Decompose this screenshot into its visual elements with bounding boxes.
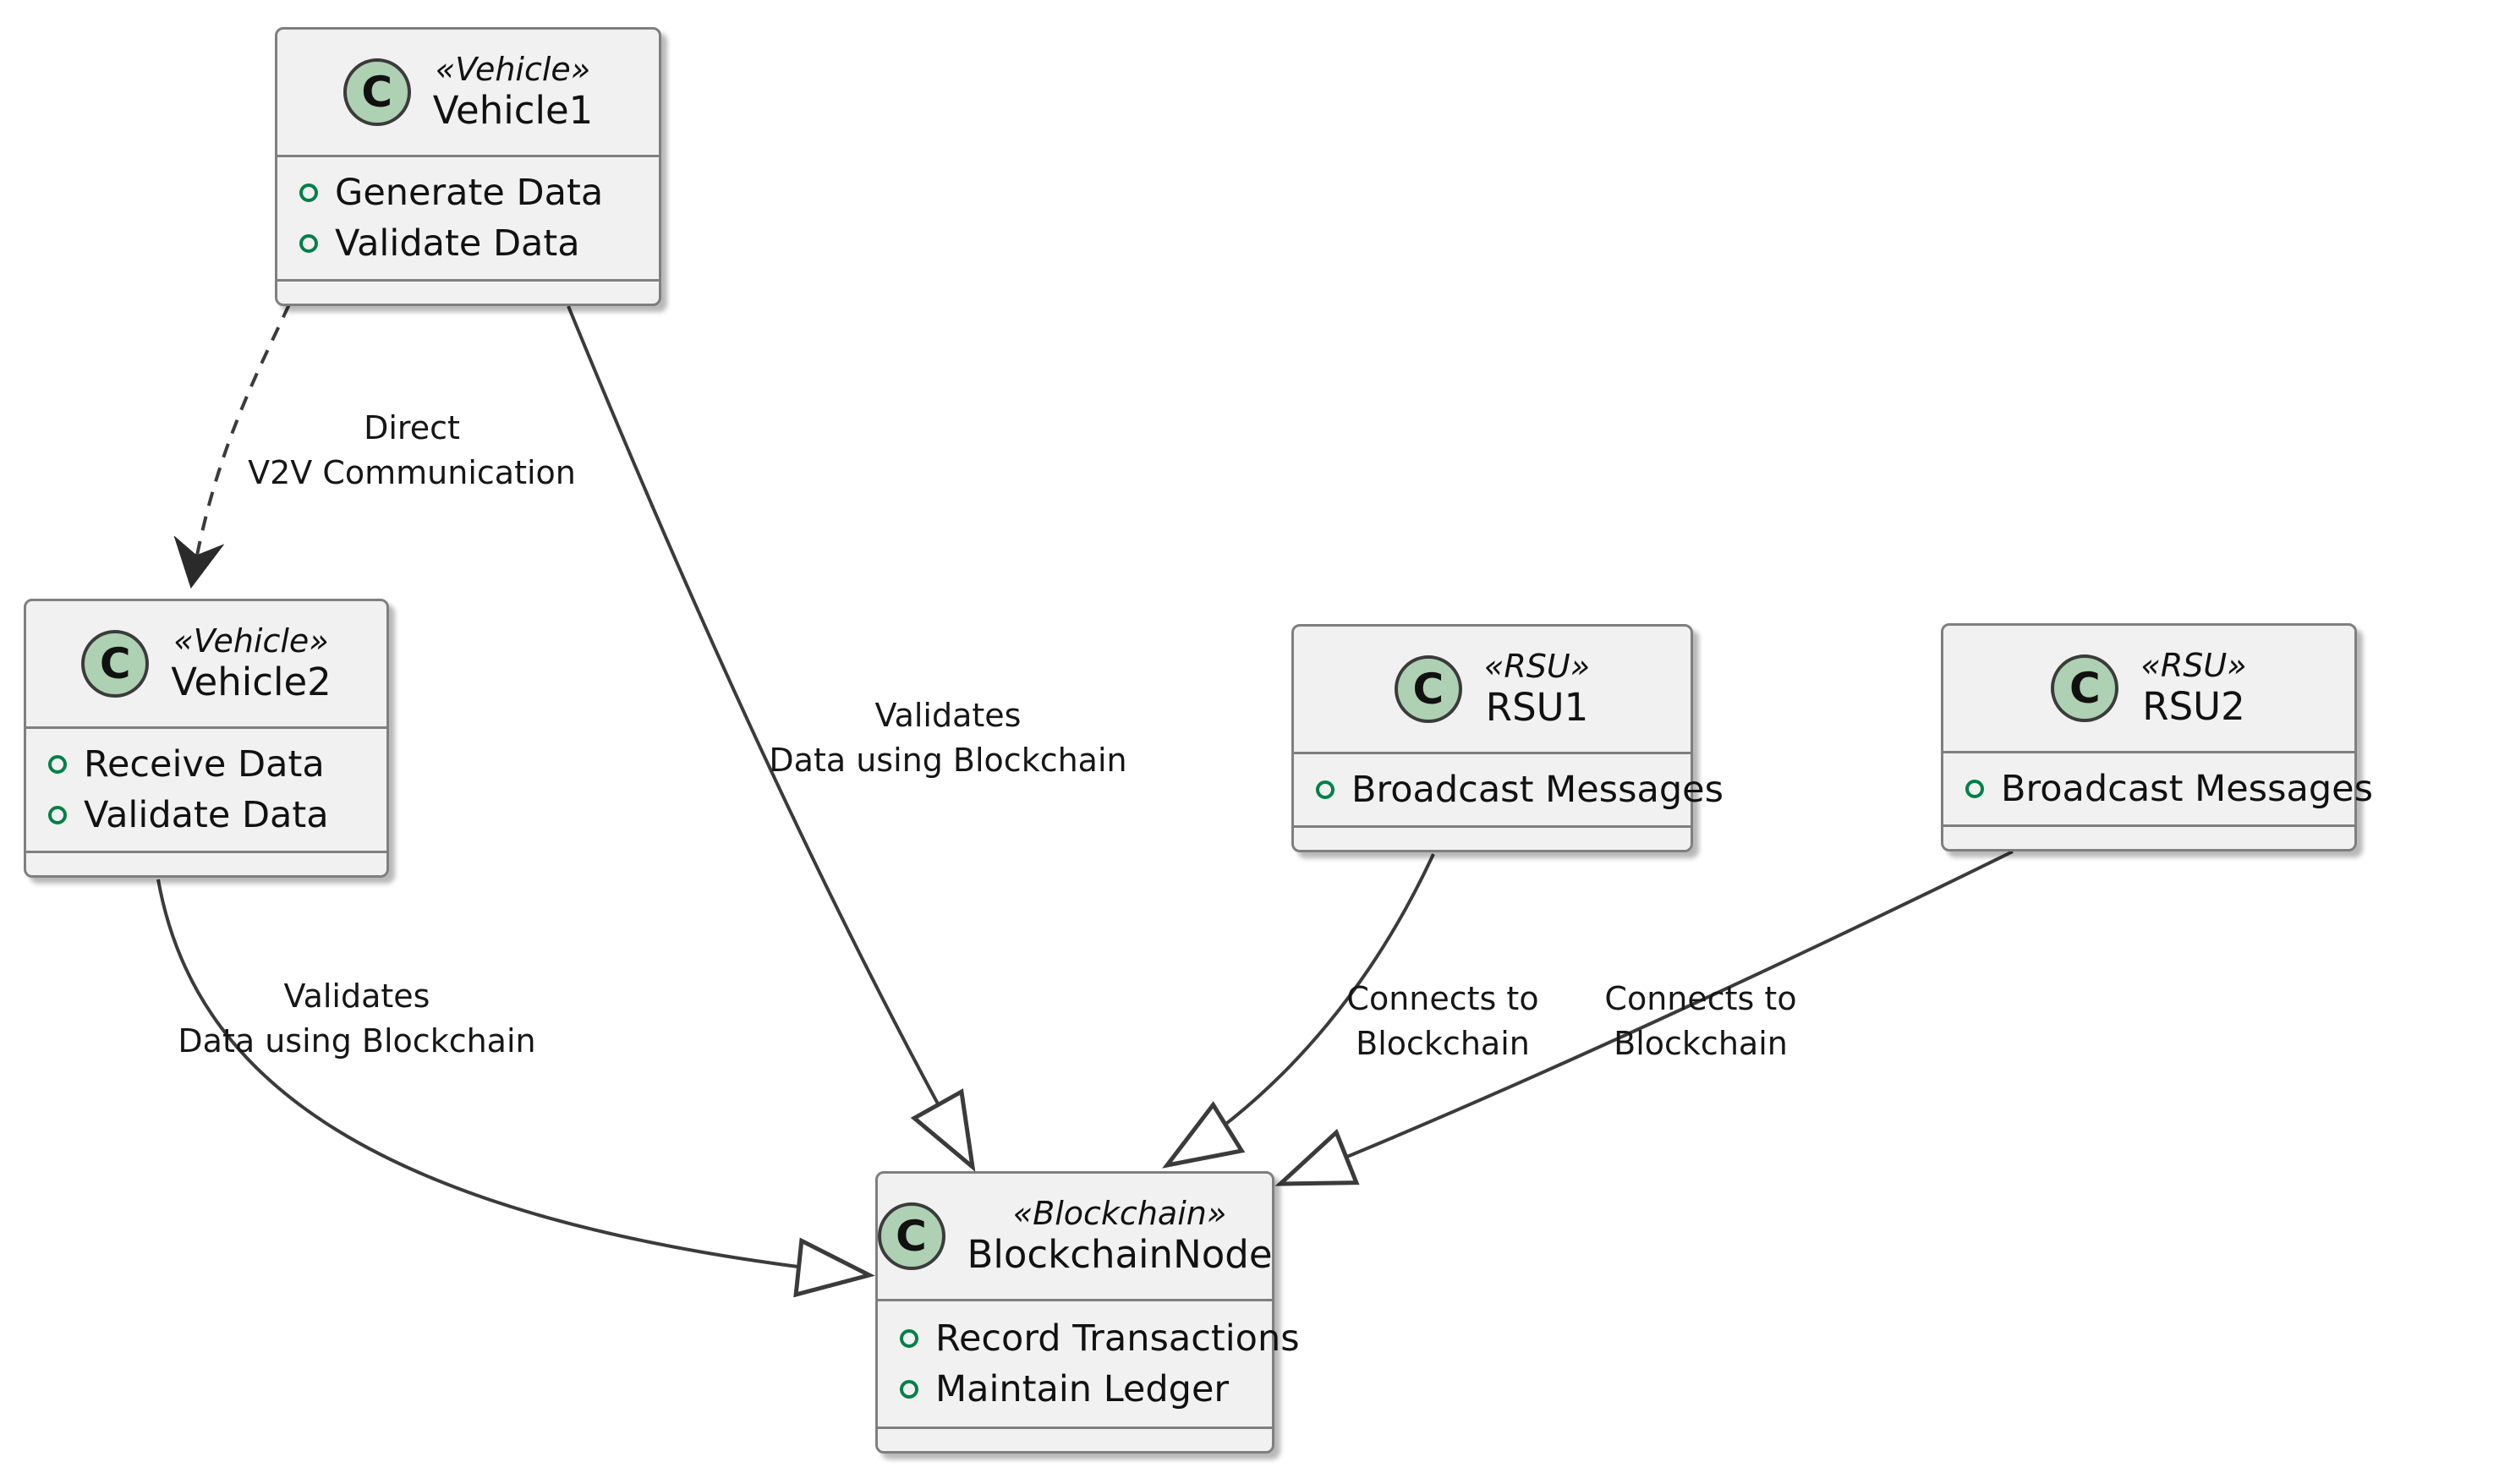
edge-label-direct-v2v: Direct V2V Communication xyxy=(200,406,623,496)
member-row: Maintain Ledger xyxy=(900,1368,1250,1410)
circle-bullet-icon xyxy=(48,806,67,824)
edge-label-line: V2V Communication xyxy=(248,454,576,491)
edge-label-validates-center: Validates Data using Blockchain xyxy=(737,693,1159,783)
class-badge-icon: C xyxy=(81,630,150,698)
class-titles: «RSU» RSU1 xyxy=(1483,648,1591,730)
edge-rsu1-blockchainnode xyxy=(1162,853,1435,1169)
edge-vehicle1-blockchainnode xyxy=(567,305,976,1173)
empty-compartment xyxy=(878,1427,1272,1451)
edge-label-connects-rsu2: Connects to Blockchain xyxy=(1574,977,1828,1066)
class-name: Vehicle2 xyxy=(171,659,332,704)
class-node-vehicle2: C «Vehicle» Vehicle2 Receive Data Valida… xyxy=(24,599,389,878)
member-row: Validate Data xyxy=(299,222,637,265)
stereotype-label: «Vehicle» xyxy=(435,51,591,89)
circle-bullet-icon xyxy=(1965,780,1984,798)
edge-rsu2-blockchainnode xyxy=(1274,850,2014,1186)
edge-label-line: Blockchain xyxy=(1356,1025,1530,1062)
edge-vehicle2-blockchainnode xyxy=(156,879,875,1298)
class-header: C «Vehicle» Vehicle2 xyxy=(26,601,386,729)
edge-label-line: Direct xyxy=(364,409,460,446)
stereotype-label: «Vehicle» xyxy=(173,622,329,660)
member-row: Validate Data xyxy=(48,794,364,836)
member-label: Maintain Ledger xyxy=(935,1368,1230,1410)
member-label: Receive Data xyxy=(84,743,325,786)
class-header: C «Vehicle» Vehicle1 xyxy=(277,30,659,157)
class-name: Vehicle1 xyxy=(432,87,594,133)
member-row: Generate Data xyxy=(299,172,637,214)
class-titles: «Vehicle» Vehicle2 xyxy=(171,623,332,704)
badge-letter: C xyxy=(2069,664,2101,713)
class-titles: «RSU» RSU2 xyxy=(2140,647,2247,729)
edge-label-line: Blockchain xyxy=(1614,1025,1788,1062)
member-row: Receive Data xyxy=(48,743,364,786)
member-row: Record Transactions xyxy=(900,1317,1300,1360)
class-name: BlockchainNode xyxy=(967,1231,1273,1277)
class-name: RSU2 xyxy=(2142,683,2245,729)
class-badge-icon: C xyxy=(343,58,411,126)
members-compartment: Broadcast Messages xyxy=(1943,753,2373,824)
circle-bullet-icon xyxy=(900,1380,918,1399)
member-label: Generate Data xyxy=(335,172,604,214)
badge-letter: C xyxy=(1412,665,1444,714)
edge-label-line: Data using Blockchain xyxy=(178,1022,536,1060)
class-header: C «Blockchain» BlockchainNode xyxy=(877,1174,1273,1301)
stereotype-label: «RSU» xyxy=(1483,648,1591,686)
class-node-rsu1: C «RSU» RSU1 Broadcast Messages xyxy=(1291,624,1724,852)
circle-bullet-icon xyxy=(1316,780,1334,799)
member-label: Validate Data xyxy=(335,222,580,265)
edge-label-validates-left: Validates Data using Blockchain xyxy=(145,974,568,1064)
edge-label-line: Data using Blockchain xyxy=(769,742,1127,779)
members-compartment: Receive Data Validate Data xyxy=(26,729,386,851)
badge-letter: C xyxy=(99,639,131,688)
class-titles: «Vehicle» Vehicle1 xyxy=(432,51,594,133)
edge-label-line: Connects to xyxy=(1346,980,1539,1017)
circle-bullet-icon xyxy=(48,755,67,774)
empty-compartment xyxy=(277,279,659,304)
class-header: C «RSU» RSU1 xyxy=(1294,627,1691,754)
member-label: Validate Data xyxy=(84,794,329,836)
members-compartment: Broadcast Messages xyxy=(1294,754,1724,825)
stereotype-label: «Blockchain» xyxy=(1012,1195,1227,1233)
badge-letter: C xyxy=(361,68,393,117)
members-compartment: Generate Data Validate Data xyxy=(277,157,659,279)
member-row: Broadcast Messages xyxy=(1965,768,2373,810)
class-titles: «Blockchain» BlockchainNode xyxy=(967,1195,1273,1277)
members-compartment: Record Transactions Maintain Ledger xyxy=(878,1301,1300,1427)
class-node-rsu2: C «RSU» RSU2 Broadcast Messages xyxy=(1941,623,2373,852)
edge-label-line: Validates xyxy=(874,697,1022,734)
circle-bullet-icon xyxy=(299,183,318,202)
circle-bullet-icon xyxy=(900,1329,918,1348)
class-badge-icon: C xyxy=(877,1202,945,1270)
member-label: Broadcast Messages xyxy=(2001,768,2373,810)
member-label: Record Transactions xyxy=(935,1317,1300,1360)
class-badge-icon: C xyxy=(1394,655,1462,723)
edge-label-connects-rsu1: Connects to Blockchain xyxy=(1316,977,1570,1066)
empty-compartment xyxy=(1294,825,1691,850)
member-row: Broadcast Messages xyxy=(1316,769,1724,811)
class-name: RSU1 xyxy=(1485,684,1589,730)
edge-label-line: Connects to xyxy=(1604,980,1797,1017)
edge-vehicle1-vehicle2 xyxy=(191,304,291,587)
class-header: C «RSU» RSU2 xyxy=(1943,626,2354,753)
stereotype-label: «RSU» xyxy=(2140,647,2247,685)
class-badge-icon: C xyxy=(2051,654,2119,722)
class-node-vehicle1: C «Vehicle» Vehicle1 Generate Data Valid… xyxy=(275,27,661,306)
circle-bullet-icon xyxy=(299,234,318,253)
class-node-blockchainnode: C «Blockchain» BlockchainNode Record Tra… xyxy=(875,1171,1300,1454)
empty-compartment xyxy=(1943,824,2354,849)
badge-letter: C xyxy=(896,1212,927,1261)
empty-compartment xyxy=(26,851,386,875)
edge-label-line: Validates xyxy=(283,977,430,1015)
member-label: Broadcast Messages xyxy=(1351,769,1724,811)
